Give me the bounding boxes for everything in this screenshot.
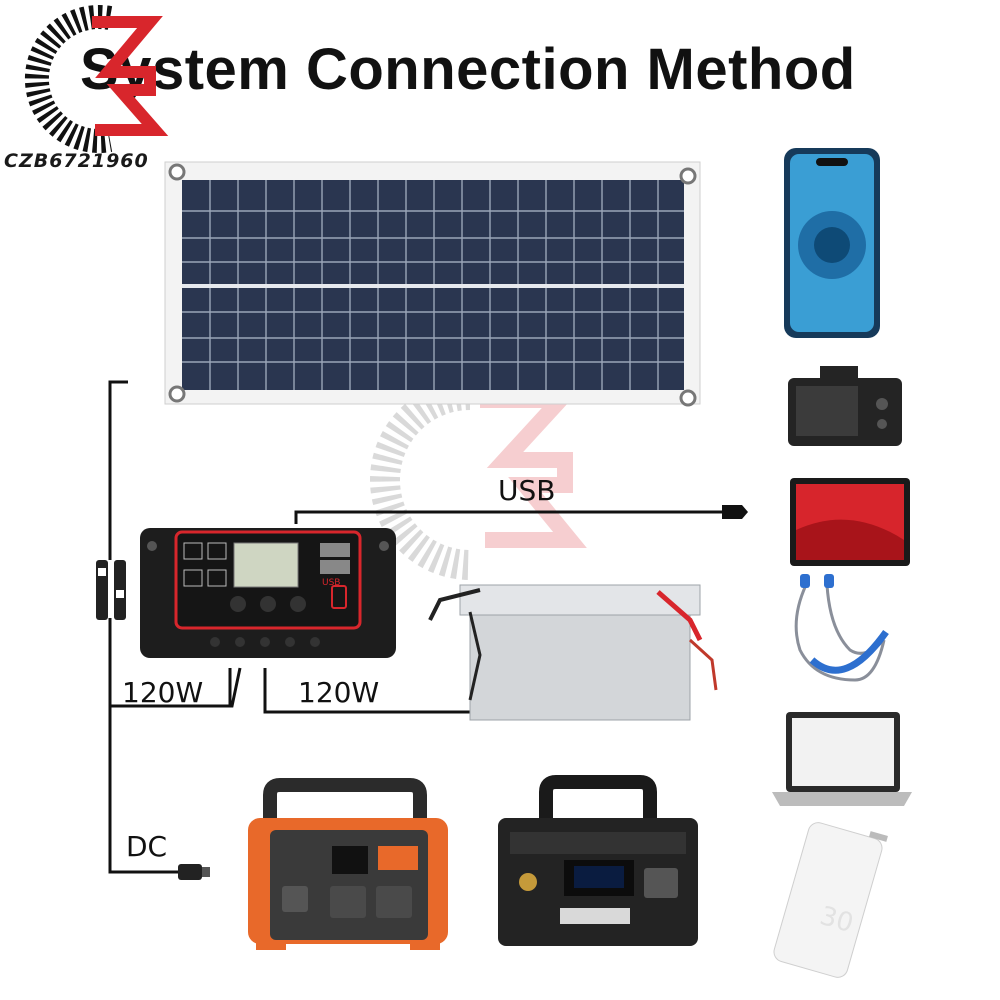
dc-plug (178, 864, 210, 880)
power-station-orange (248, 778, 448, 950)
earphones-icon (794, 574, 889, 682)
dc-label: DC (126, 830, 168, 863)
watermark-text: CZB6721960 (4, 150, 149, 172)
controller-usb-text: USB (322, 578, 341, 588)
phone-icon (784, 148, 880, 338)
charge-controller (140, 528, 396, 658)
brand-logo (24, 5, 169, 153)
solar-panel (164, 161, 701, 407)
controller-battery-power-label: 120W (298, 676, 380, 709)
page-title: System Connection Method (80, 37, 856, 102)
controller-solar-power-label: 120W (122, 676, 204, 709)
tablet-icon (790, 478, 910, 566)
camera-icon (788, 366, 902, 446)
mc4-connector (96, 560, 126, 620)
power-station-black (498, 775, 698, 946)
laptop-icon (772, 712, 912, 806)
powerbank-icon (773, 822, 888, 978)
center-watermark (370, 380, 587, 580)
battery (428, 584, 718, 721)
wiring (108, 380, 730, 874)
usb-plug (722, 505, 748, 519)
usb-label: USB (498, 474, 556, 507)
